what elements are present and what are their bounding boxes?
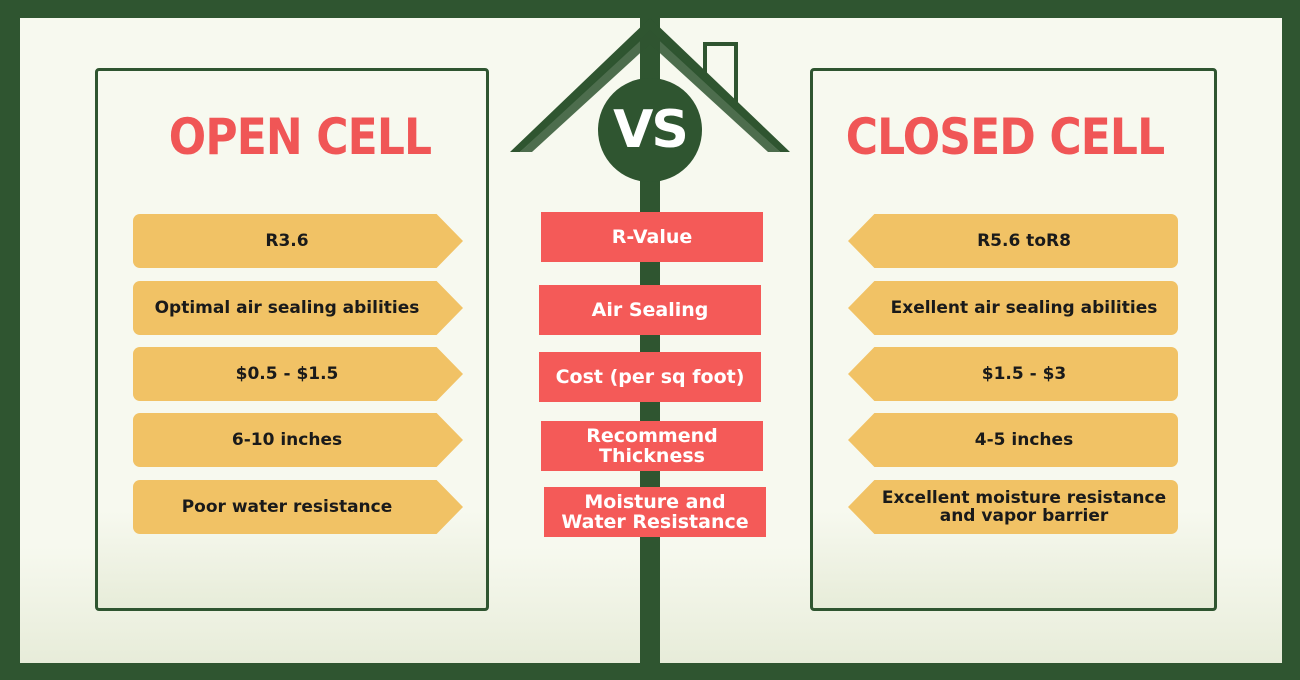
chimney-icon <box>703 42 738 104</box>
open-cell-r-value: R3.6 <box>133 214 463 268</box>
house-roof-icon <box>510 18 790 152</box>
open-cell-thickness: 6-10 inches <box>133 413 463 467</box>
closed-cell-cost: $1.5 - $3 <box>848 347 1178 401</box>
sign-moisture: Moisture and Water Resistance <box>544 487 766 537</box>
roof-left-slope <box>510 18 650 152</box>
closed-cell-moisture: Excellent moisture resistance and vapor … <box>848 480 1178 534</box>
roof-right-inner <box>650 30 780 152</box>
closed-cell-heading: CLOSED CELL <box>845 108 1165 166</box>
sign-r-value: R-Value <box>541 212 763 262</box>
vs-badge: VS <box>598 78 702 182</box>
sign-thickness: Recommend Thickness <box>541 421 763 471</box>
sign-air-sealing: Air Sealing <box>539 285 761 335</box>
closed-cell-thickness: 4-5 inches <box>848 413 1178 467</box>
sign-cost: Cost (per sq foot) <box>539 352 761 402</box>
open-cell-heading: OPEN CELL <box>168 108 432 166</box>
roof-right-slope <box>650 18 790 152</box>
closed-cell-r-value: R5.6 toR8 <box>848 214 1178 268</box>
open-cell-moisture: Poor water resistance <box>133 480 463 534</box>
open-cell-air-sealing: Optimal air sealing abilities <box>133 281 463 335</box>
open-cell-cost: $0.5 - $1.5 <box>133 347 463 401</box>
roof-left-inner <box>520 30 650 152</box>
closed-cell-air-sealing: Exellent air sealing abilities <box>848 281 1178 335</box>
